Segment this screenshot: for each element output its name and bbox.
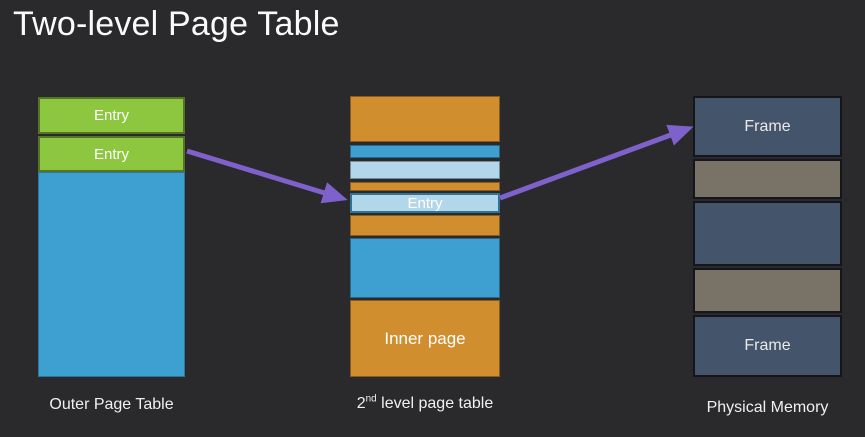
second-level-inner-page: Inner page — [350, 300, 500, 377]
arrow-second-level-entry-to-frame — [499, 124, 694, 201]
arrow-outer-entry-to-second-level — [186, 148, 348, 204]
second-level-label: 2nd level page table — [340, 393, 510, 413]
second-level-stripe-orange-top — [350, 96, 500, 142]
second-level-label-num: 2 — [356, 395, 366, 412]
second-level-entry: Entry — [350, 193, 500, 213]
physical-memory-block-slate — [693, 201, 842, 266]
second-level-stripe-lightblue-1 — [350, 161, 500, 179]
slide-title: Two-level Page Table — [13, 5, 340, 43]
physical-memory-label: Physical Memory — [706, 399, 829, 416]
outer-table-label: Outer Page Table — [49, 396, 174, 413]
outer-table-entry-1: Entry — [38, 97, 185, 134]
second-level-stripe-blue-1 — [350, 145, 500, 158]
physical-memory-frame-top: Frame — [693, 96, 842, 157]
second-level-stripe-orange-thin — [350, 182, 500, 191]
physical-memory-frame-bottom: Frame — [693, 315, 842, 377]
second-level-stripe-orange-mid — [350, 215, 500, 236]
second-level-stripe-blue-2 — [350, 238, 500, 298]
physical-memory-block-gray-1 — [693, 159, 842, 199]
second-level-label-sup: nd — [365, 393, 377, 405]
second-level-label-rest: level page table — [376, 395, 494, 412]
outer-table-entry-2: Entry — [38, 136, 185, 172]
outer-table-remainder-block — [38, 172, 185, 377]
physical-memory-block-gray-2 — [693, 268, 842, 313]
